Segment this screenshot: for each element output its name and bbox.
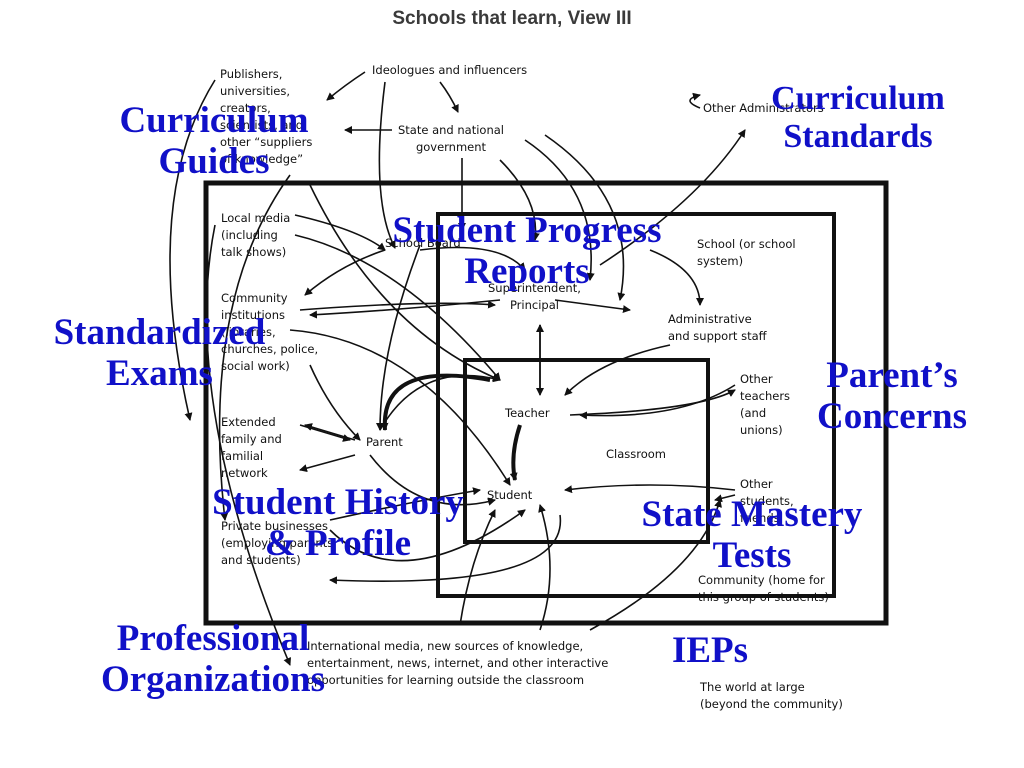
arrow bbox=[599, 129, 746, 266]
arrow bbox=[499, 159, 540, 241]
label-student: Student bbox=[487, 488, 533, 502]
label-classroom: Classroom bbox=[606, 447, 667, 461]
arrow bbox=[554, 299, 631, 314]
arrow bbox=[299, 424, 351, 442]
arrow bbox=[380, 373, 491, 431]
arrow bbox=[378, 81, 396, 249]
arrow bbox=[524, 139, 595, 281]
arrow bbox=[294, 234, 501, 381]
arrow bbox=[564, 484, 736, 494]
label-publishers: Publishers,universities,creators, scient… bbox=[220, 67, 313, 166]
arrow bbox=[309, 184, 501, 381]
classroom-box bbox=[463, 358, 710, 544]
arrow bbox=[309, 364, 361, 441]
arrow bbox=[329, 487, 481, 521]
school-box bbox=[436, 212, 836, 598]
arrow bbox=[326, 71, 366, 101]
label-international-media: International media, new sources of know… bbox=[307, 639, 609, 687]
arrow bbox=[538, 504, 551, 631]
arrow bbox=[509, 424, 522, 481]
arrow bbox=[544, 134, 626, 301]
arrow bbox=[369, 454, 496, 506]
label-world-at-large: The world at large(beyond the community) bbox=[700, 680, 843, 711]
arrow bbox=[459, 509, 496, 626]
arrow bbox=[169, 79, 216, 421]
arrow bbox=[569, 389, 736, 416]
arrow bbox=[439, 81, 459, 113]
arrow bbox=[299, 300, 496, 311]
label-other-administrators: Other Administrators bbox=[703, 101, 824, 115]
arrow bbox=[564, 344, 671, 396]
label-school-board: School Board bbox=[385, 236, 461, 250]
arrow bbox=[579, 384, 736, 420]
label-teacher: Teacher bbox=[505, 406, 550, 420]
arrow bbox=[649, 249, 704, 306]
arrow bbox=[589, 499, 722, 631]
label-parent: Parent bbox=[366, 435, 403, 449]
arrow bbox=[289, 329, 511, 486]
arrow bbox=[419, 246, 526, 271]
overlay-student-history-profile: Student History& Profile bbox=[212, 482, 464, 565]
arrow bbox=[689, 92, 701, 109]
overlay-ieps: IEPs bbox=[671, 630, 749, 671]
arrow bbox=[299, 454, 356, 473]
community-box bbox=[203, 180, 889, 626]
arrow bbox=[294, 214, 386, 251]
arrow bbox=[304, 249, 386, 296]
arrow bbox=[218, 174, 291, 521]
arrow bbox=[329, 509, 526, 562]
arrow bbox=[205, 224, 292, 666]
label-superintendent: Superintendent,Principal bbox=[488, 281, 581, 312]
label-ideologues: Ideologues and influencers bbox=[372, 63, 528, 77]
slide-title: Schools that learn, View III bbox=[392, 8, 632, 29]
arrow bbox=[309, 299, 501, 319]
arrow bbox=[376, 244, 421, 431]
arrow bbox=[329, 514, 562, 585]
